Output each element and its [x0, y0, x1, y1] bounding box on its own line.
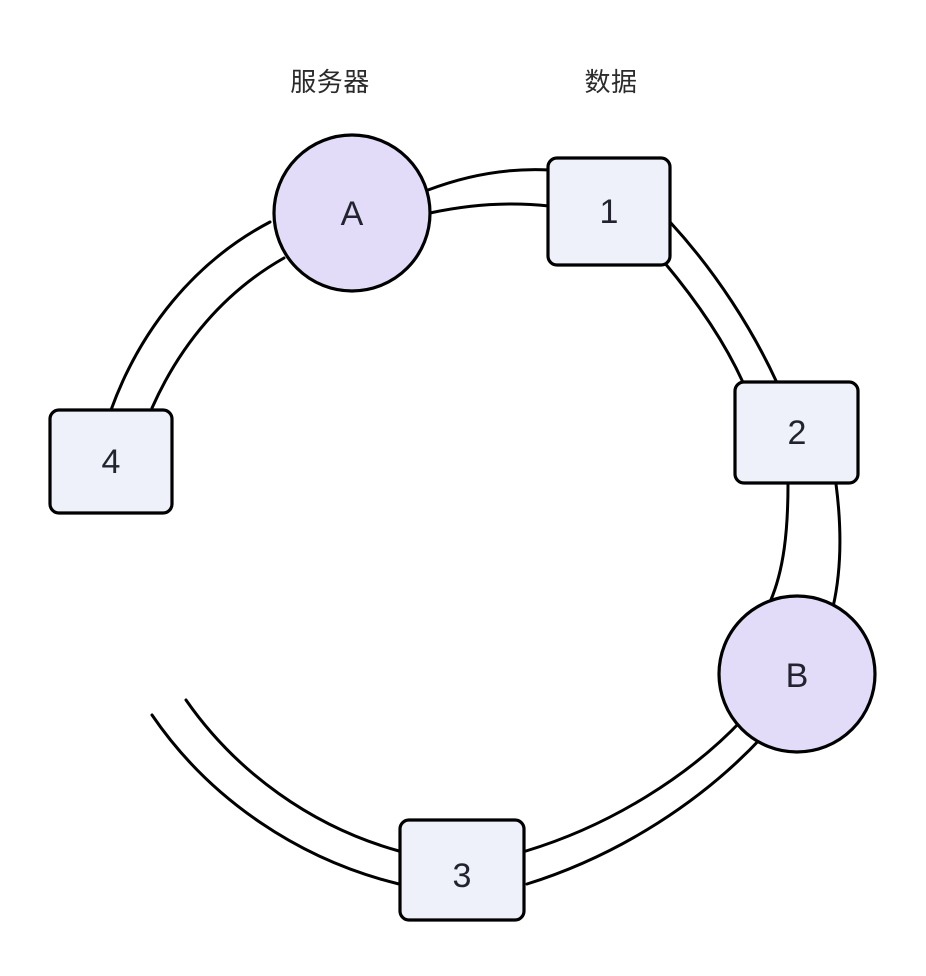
node-1-label: 1 — [600, 193, 619, 231]
edge-2-to-b-outer — [831, 482, 842, 609]
node-b-label: B — [786, 657, 809, 695]
group-label-servers: 服务器 — [290, 68, 370, 98]
edge-b-to-3-outer — [525, 733, 766, 886]
edge-b-to-3-inner — [524, 718, 744, 853]
node-4-label: 4 — [102, 443, 121, 481]
edge-3-to-4-outer — [150, 713, 401, 886]
node-2-rect — [733, 380, 860, 485]
node-1-rect — [546, 156, 672, 267]
edge-3-to-4[interactable] — [150, 698, 401, 886]
node-2[interactable]: 2 — [733, 380, 860, 485]
node-a[interactable]: A — [272, 133, 432, 293]
node-3-rect — [398, 818, 526, 922]
node-1[interactable]: 1 — [546, 156, 672, 267]
edge-2-to-b[interactable] — [768, 482, 842, 609]
node-b[interactable]: B — [717, 594, 877, 754]
edge-1-to-2-outer — [668, 220, 780, 387]
edge-a-to-1-inner — [428, 202, 551, 215]
node-group: A B 1 2 3 4 — [48, 133, 877, 922]
node-4[interactable]: 4 — [48, 408, 174, 515]
edge-1-to-2[interactable] — [662, 220, 780, 396]
node-b-circle — [717, 594, 877, 754]
edge-4-to-a-inner — [150, 256, 286, 410]
edge-a-to-1[interactable] — [426, 168, 552, 215]
node-a-label: A — [341, 195, 364, 233]
edge-2-to-b-inner — [768, 482, 790, 604]
edge-4-to-a-outer — [109, 220, 272, 412]
node-2-label: 2 — [788, 414, 807, 452]
node-4-rect — [48, 408, 174, 515]
group-label-data: 数据 — [584, 68, 638, 98]
node-3[interactable]: 3 — [398, 818, 526, 922]
edge-a-to-1-outer — [426, 168, 552, 192]
node-3-label: 3 — [453, 857, 472, 895]
edge-b-to-3[interactable] — [524, 718, 766, 886]
edge-1-to-2-inner — [662, 260, 750, 396]
edge-group — [109, 168, 842, 886]
edge-4-to-a[interactable] — [109, 220, 286, 412]
edge-3-to-4-inner — [184, 698, 401, 853]
node-a-circle — [272, 133, 432, 293]
